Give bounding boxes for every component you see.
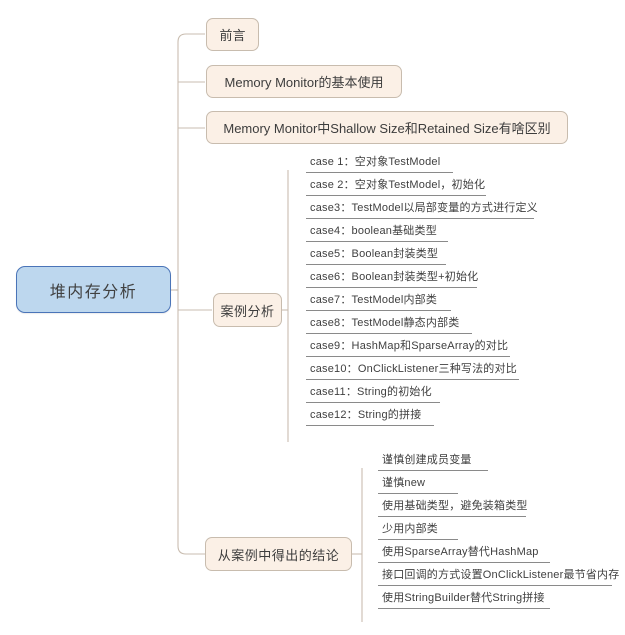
conclusion-leaf[interactable]: 谨慎new xyxy=(378,477,458,494)
case-leaf[interactable]: case 2：空对象TestModel，初始化 xyxy=(306,179,486,196)
case-leaf-label: case6：Boolean封装类型+初始化 xyxy=(310,271,479,283)
case-leaf-label: case11：String的初始化 xyxy=(310,386,432,398)
case-leaf-label: case9：HashMap和SparseArray的对比 xyxy=(310,340,509,352)
case-leaf[interactable]: case3：TestModel以局部变量的方式进行定义 xyxy=(306,202,538,219)
case-leaf-label: case 1：空对象TestModel xyxy=(310,156,441,168)
branch-node-label: 前言 xyxy=(219,28,246,43)
case-leaf[interactable]: case6：Boolean封装类型+初始化 xyxy=(306,271,479,288)
case-leaf[interactable]: case8：TestModel静态内部类 xyxy=(306,317,472,334)
case-leaf[interactable]: case10：OnClickListener三种写法的对比 xyxy=(306,363,519,380)
conclusion-leaf[interactable]: 接口回调的方式设置OnClickListener最节省内存 xyxy=(378,569,619,586)
conclusion-leaf-label: 使用SparseArray替代HashMap xyxy=(382,546,539,558)
case-leaf-label: case12：String的拼接 xyxy=(310,409,422,421)
conclusion-leaf-label: 使用StringBuilder替代String拼接 xyxy=(382,592,545,604)
case-leaf[interactable]: case 1：空对象TestModel xyxy=(306,156,453,173)
case-leaf-label: case7：TestModel内部类 xyxy=(310,294,438,306)
root-node[interactable]: 堆内存分析 xyxy=(16,266,171,313)
case-leaf[interactable]: case5：Boolean封装类型 xyxy=(306,248,446,265)
case-leaf-label: case5：Boolean封装类型 xyxy=(310,248,439,260)
case-leaf[interactable]: case12：String的拼接 xyxy=(306,409,434,426)
branch-node-conclusions[interactable]: 从案例中得出的结论 xyxy=(205,537,352,571)
conclusion-leaf[interactable]: 谨慎创建成员变量 xyxy=(378,454,488,471)
branch-node-label: 案例分析 xyxy=(220,303,275,319)
branch-node-memory-monitor-basic[interactable]: Memory Monitor的基本使用 xyxy=(206,65,402,98)
branch-node-preface[interactable]: 前言 xyxy=(206,18,259,51)
conclusion-leaf-label: 谨慎new xyxy=(382,477,426,489)
case-leaf-label: case10：OnClickListener三种写法的对比 xyxy=(310,363,517,375)
branch-node-shallow-vs-retained[interactable]: Memory Monitor中Shallow Size和Retained Siz… xyxy=(206,111,568,144)
conclusion-leaf[interactable]: 使用StringBuilder替代String拼接 xyxy=(378,592,550,609)
case-leaf-label: case8：TestModel静态内部类 xyxy=(310,317,460,329)
conclusion-leaf[interactable]: 使用SparseArray替代HashMap xyxy=(378,546,550,563)
case-leaf[interactable]: case4：boolean基础类型 xyxy=(306,225,448,242)
conclusion-leaf-label: 使用基础类型，避免装箱类型 xyxy=(382,500,528,512)
conclusion-leaf[interactable]: 少用内部类 xyxy=(378,523,458,540)
case-leaf[interactable]: case11：String的初始化 xyxy=(306,386,440,403)
branch-node-label: Memory Monitor中Shallow Size和Retained Siz… xyxy=(223,121,551,136)
case-leaf-label: case4：boolean基础类型 xyxy=(310,225,437,237)
case-leaf[interactable]: case7：TestModel内部类 xyxy=(306,294,451,311)
case-leaf[interactable]: case9：HashMap和SparseArray的对比 xyxy=(306,340,510,357)
conclusion-leaf[interactable]: 使用基础类型，避免装箱类型 xyxy=(378,500,528,517)
case-leaf-label: case 2：空对象TestModel，初始化 xyxy=(310,179,486,191)
case-leaf-label: case3：TestModel以局部变量的方式进行定义 xyxy=(310,202,538,214)
conclusion-leaf-label: 接口回调的方式设置OnClickListener最节省内存 xyxy=(382,569,620,581)
conclusion-leaf-label: 谨慎创建成员变量 xyxy=(382,454,472,466)
root-node-label: 堆内存分析 xyxy=(49,283,138,301)
conclusion-leaf-label: 少用内部类 xyxy=(382,523,438,535)
branch-node-label: 从案例中得出的结论 xyxy=(217,547,340,563)
branch-node-label: Memory Monitor的基本使用 xyxy=(224,75,384,90)
branch-node-case-analysis[interactable]: 案例分析 xyxy=(213,293,282,327)
